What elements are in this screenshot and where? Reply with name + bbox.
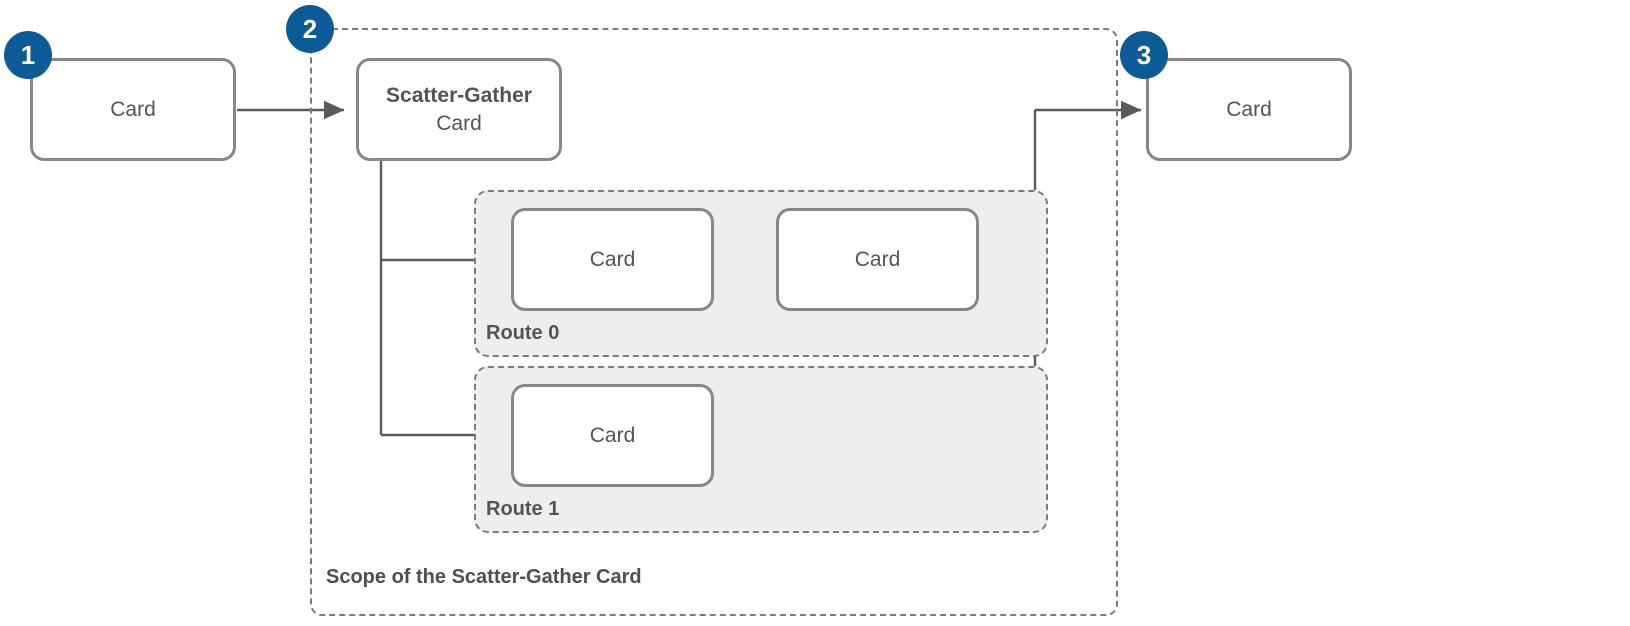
scatter-gather-card-subtitle: Card xyxy=(436,111,482,135)
badge-3-label: 3 xyxy=(1136,39,1152,70)
route-0-card-1-label: Card xyxy=(589,247,636,271)
scatter-gather-card[interactable]: Scatter-Gather Card xyxy=(356,58,562,161)
input-card-label: Card xyxy=(110,97,156,121)
route-0-card-2-label: Card xyxy=(854,247,901,271)
badge-3[interactable]: 3 xyxy=(1120,31,1168,79)
route-0-card-1[interactable]: Card xyxy=(511,208,714,311)
input-card[interactable]: Card xyxy=(30,58,236,161)
badge-1[interactable]: 1 xyxy=(4,31,52,79)
route-1-card-1-label: Card xyxy=(589,423,636,447)
scatter-gather-scope-boundary xyxy=(310,28,1118,616)
route-1-card-1[interactable]: Card xyxy=(511,384,714,487)
badge-2-label: 2 xyxy=(302,13,318,44)
output-card-label: Card xyxy=(1226,97,1272,121)
scope-label: Scope of the Scatter-Gather Card xyxy=(326,566,642,588)
output-card[interactable]: Card xyxy=(1146,58,1352,161)
route-0-card-2[interactable]: Card xyxy=(776,208,979,311)
badge-1-label: 1 xyxy=(20,39,36,70)
route-0-label: Route 0 xyxy=(486,322,560,344)
scatter-gather-card-title: Scatter-Gather xyxy=(386,83,532,107)
route-1-label: Route 1 xyxy=(486,498,560,520)
badge-2[interactable]: 2 xyxy=(286,5,334,53)
